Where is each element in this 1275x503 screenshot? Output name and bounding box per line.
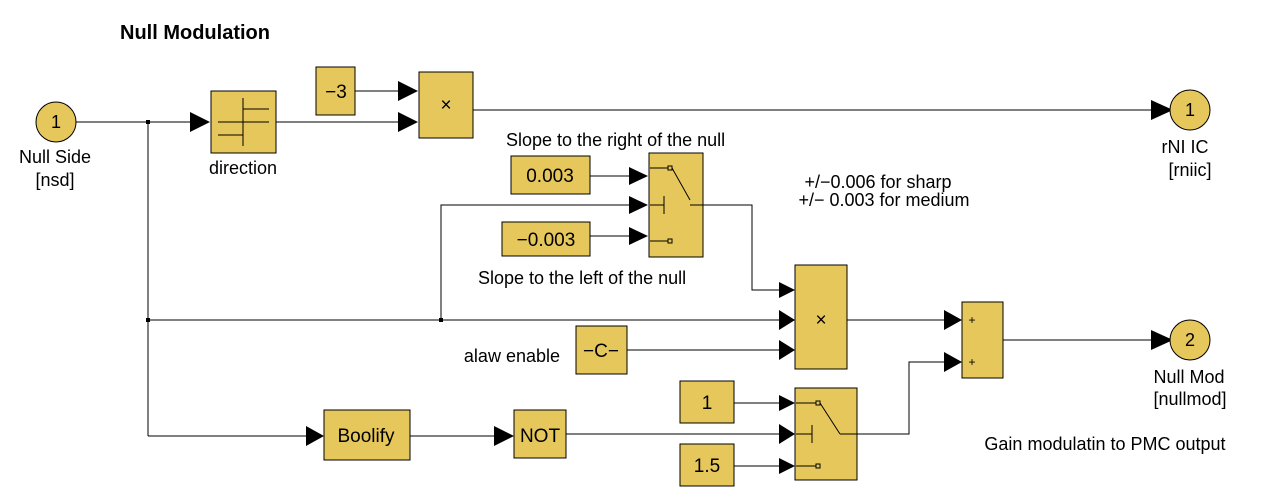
inport-null-side[interactable]: 1 Null Side [nsd] <box>19 101 91 190</box>
constant-neg3-block[interactable]: −3 <box>315 66 356 116</box>
sum-plus-bottom: + <box>968 355 975 369</box>
diagram-title: Null Modulation <box>120 22 270 44</box>
switch-block-slope[interactable] <box>648 152 704 258</box>
product-block-middle[interactable]: × <box>794 264 848 370</box>
sign-block[interactable]: direction <box>209 90 277 178</box>
constant-15-block[interactable]: 1.5 <box>679 443 735 487</box>
multiply-symbol-middle: × <box>815 310 826 331</box>
branch-points <box>146 120 443 322</box>
not-label: NOT <box>520 426 561 447</box>
inport-number: 1 <box>51 112 61 132</box>
constant-1-block[interactable]: 1 <box>679 380 735 424</box>
outport-signal: [nullmod] <box>1153 389 1226 409</box>
annotation-medium: +/− 0.003 for medium <box>798 190 969 210</box>
outport-signal: [rniic] <box>1168 160 1211 180</box>
inport-signal: [nsd] <box>35 170 74 190</box>
constant-0003-value: 0.003 <box>526 166 574 187</box>
constant-0003-block[interactable]: 0.003 <box>510 155 591 195</box>
arrowheads <box>190 81 1173 474</box>
outport-number: 2 <box>1185 330 1195 350</box>
outport-name: rNI IC <box>1162 137 1209 157</box>
multiply-symbol: × <box>440 95 451 116</box>
annotation-sharp: +/−0.006 for sharp <box>804 172 951 192</box>
boolify-block[interactable]: Boolify <box>323 409 411 461</box>
annotation-slope-right: Slope to the right of the null <box>506 130 725 150</box>
sum-block[interactable]: + + <box>961 301 1004 379</box>
constant-15-value: 1.5 <box>694 456 720 477</box>
signal-lines <box>75 90 1151 467</box>
annotation-alaw-enable: alaw enable <box>464 346 560 366</box>
constant-neg3-value: −3 <box>325 82 347 103</box>
constant-neg0003-block[interactable]: −0.003 <box>501 221 591 257</box>
product-block-top[interactable]: × <box>418 71 474 139</box>
outport-number: 1 <box>1185 100 1195 120</box>
constant-c-block[interactable]: −C− <box>575 325 628 375</box>
annotation-slope-left: Slope to the left of the null <box>478 268 686 288</box>
outport-rni-ic[interactable]: 1 rNI IC [rniic] <box>1162 89 1212 180</box>
outport-null-mod[interactable]: 2 Null Mod [nullmod] <box>1153 319 1227 409</box>
sum-plus-top: + <box>968 313 975 327</box>
constant-1-value: 1 <box>702 393 713 414</box>
sign-block-label: direction <box>209 158 277 178</box>
outport-name: Null Mod <box>1153 367 1224 387</box>
boolify-label: Boolify <box>337 426 395 447</box>
annotation-gain-modulation: Gain modulatin to PMC output <box>984 434 1225 454</box>
constant-neg0003-value: −0.003 <box>517 230 576 251</box>
inport-name: Null Side <box>19 147 91 167</box>
not-block[interactable]: NOT <box>513 409 567 459</box>
constant-c-value: −C− <box>583 341 619 362</box>
switch-block-gain[interactable] <box>794 387 858 481</box>
